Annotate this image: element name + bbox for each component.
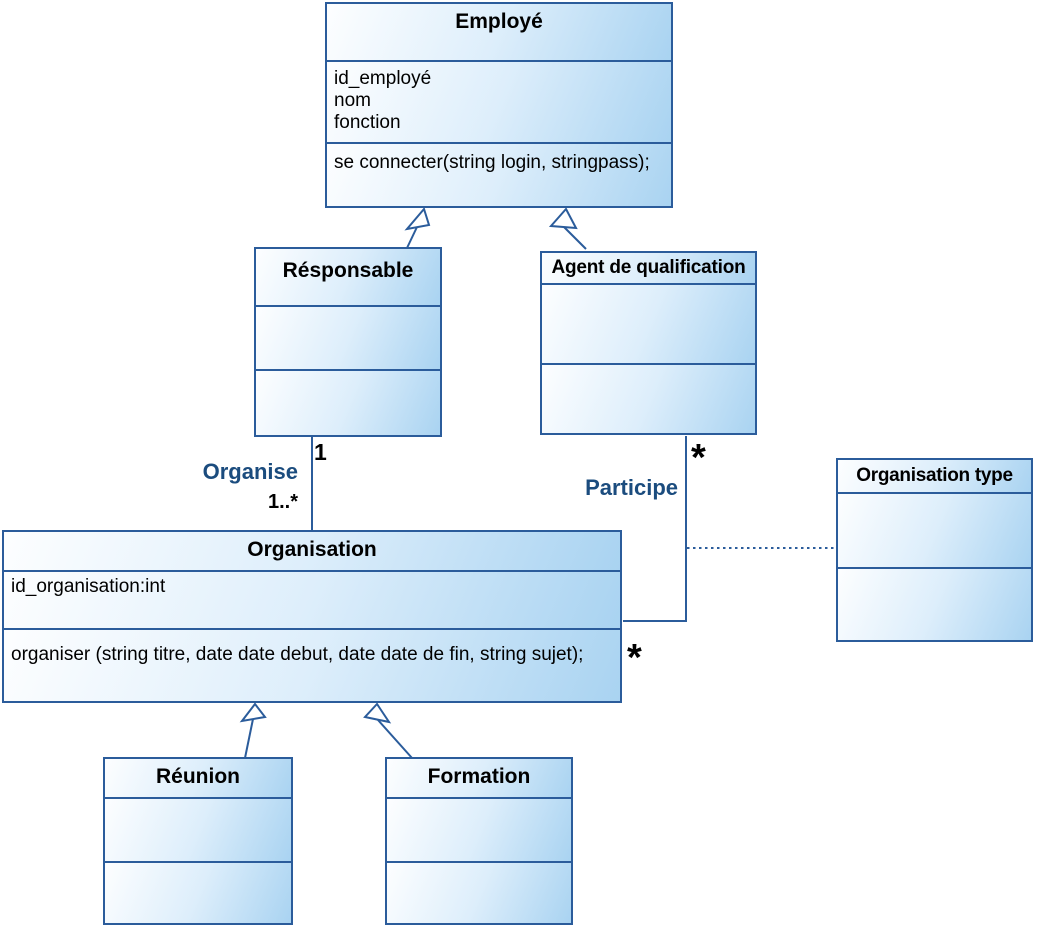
class-title-agent: Agent de qualification — [542, 253, 755, 283]
class-attributes-employe: id_employé nom fonction — [327, 60, 671, 142]
class-attributes-formation — [387, 797, 571, 861]
class-title-responsable: Résponsable — [256, 249, 440, 305]
class-method: se connecter(string login, stringpass); — [334, 152, 650, 173]
class-methods-employe: se connecter(string login, stringpass); — [327, 142, 671, 206]
class-title-employe: Employé — [327, 4, 671, 60]
class-title-organisation: Organisation — [4, 532, 620, 570]
class-attributes-agent — [542, 283, 755, 363]
class-title-organisation-type: Organisation type — [838, 460, 1031, 492]
class-title-reunion: Réunion — [105, 759, 291, 797]
multiplicity-organise-responsable: 1 — [314, 439, 327, 465]
generalization-responsable-employe — [404, 206, 431, 249]
class-formation[interactable]: Formation — [385, 757, 573, 925]
multiplicity-organise-organisation: 1..* — [267, 491, 298, 513]
class-attribute: nom — [334, 90, 371, 111]
multiplicity-participe-agent: * — [691, 437, 706, 479]
class-attribute: fonction — [334, 112, 401, 133]
class-attributes-reunion — [105, 797, 291, 861]
class-attribute: id_employé — [334, 68, 432, 89]
association-label-organise: Organise — [202, 459, 298, 484]
class-organisation[interactable]: Organisation id_organisation:int organis… — [2, 530, 622, 703]
class-methods-organisation-type — [838, 567, 1031, 640]
class-methods-organisation: organiser (string titre, date date debut… — [4, 628, 620, 701]
generalization-reunion-organisation — [239, 702, 267, 759]
class-methods-reunion — [105, 861, 291, 923]
class-attribute: id_organisation:int — [11, 576, 166, 597]
class-methods-formation — [387, 861, 571, 923]
generalization-formation-organisation — [363, 702, 413, 759]
class-reunion[interactable]: Réunion — [103, 757, 293, 925]
class-title-formation: Formation — [387, 759, 571, 797]
class-method: organiser (string titre, date date debut… — [11, 644, 584, 665]
multiplicity-participe-organisation: * — [627, 637, 642, 679]
class-agent-de-qualification[interactable]: Agent de qualification — [540, 251, 757, 435]
association-participe-line — [623, 436, 687, 622]
class-employe[interactable]: Employé id_employé nom fonction se conne… — [325, 2, 673, 208]
association-label-participe: Participe — [585, 475, 678, 500]
class-methods-responsable — [256, 369, 440, 435]
class-attributes-organisation: id_organisation:int — [4, 570, 620, 628]
class-methods-agent — [542, 363, 755, 433]
class-organisation-type[interactable]: Organisation type — [836, 458, 1033, 642]
class-attributes-responsable — [256, 305, 440, 369]
generalization-agent-employe — [548, 207, 587, 250]
class-responsable[interactable]: Résponsable — [254, 247, 442, 437]
class-attributes-organisation-type — [838, 492, 1031, 567]
